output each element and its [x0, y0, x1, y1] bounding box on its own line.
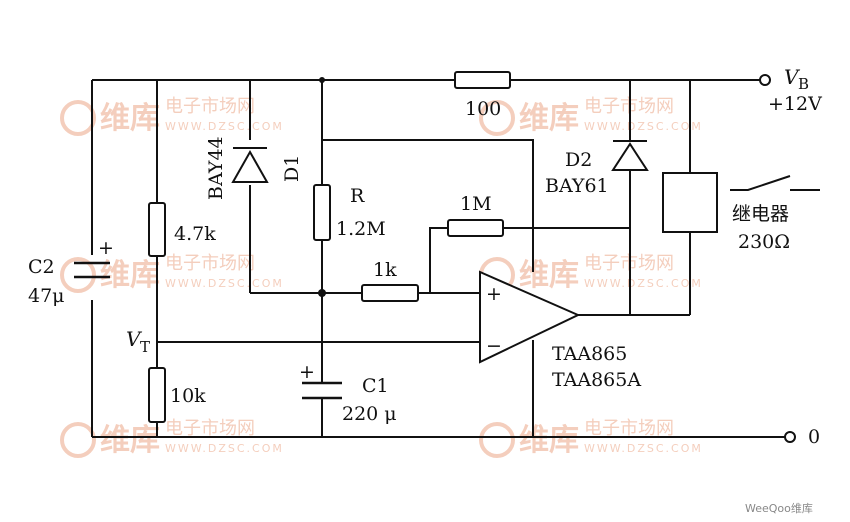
label-vt-sub: T — [140, 338, 150, 356]
resistor-r — [313, 184, 331, 241]
watermark-market: 电子市场网 — [165, 418, 255, 439]
opamp: + − — [479, 270, 581, 364]
label-ground: 0 — [808, 426, 820, 448]
watermark-url: WWW.DZSC.COM — [584, 442, 703, 455]
resistor-1m — [447, 219, 504, 237]
opamp-plus-label: + — [486, 283, 502, 305]
label-c2-value: 47μ — [28, 285, 65, 307]
watermark-6: 维库 电子市场网 WWW.DZSC.COM — [479, 418, 703, 458]
watermark-url: WWW.DZSC.COM — [165, 442, 284, 455]
label-relay-name: 继电器 — [732, 203, 789, 225]
watermark-url: WWW.DZSC.COM — [584, 277, 703, 290]
label-d2-name: D2 — [565, 149, 592, 171]
diode-d2 — [611, 140, 649, 171]
junctions — [318, 77, 326, 297]
wire-1m — [429, 227, 630, 293]
label-relay-value: 230Ω — [738, 231, 790, 253]
watermark-logo-icon — [479, 422, 515, 458]
opamp-triangle — [479, 270, 581, 364]
label-d1-type: BAY44 — [205, 136, 227, 200]
watermark-brand: 维库 — [519, 258, 579, 293]
junction-node — [318, 289, 326, 297]
watermark-2: 维库 电子市场网 WWW.DZSC.COM — [479, 96, 703, 136]
diode-d1-triangle — [231, 149, 269, 183]
label-d1-name: D1 — [281, 155, 303, 182]
watermark-url: WWW.DZSC.COM — [165, 120, 284, 133]
opamp-minus-label: − — [486, 335, 502, 357]
watermark-3: 维库 电子市场网 WWW.DZSC.COM — [60, 253, 284, 293]
label-vt-letter: V — [126, 327, 143, 351]
label-r100: 100 — [465, 98, 501, 120]
watermark-logo-icon — [479, 100, 515, 136]
label-c1-value: 220 μ — [342, 403, 397, 425]
watermark-brand: 维库 — [100, 101, 160, 136]
label-vb-letter: V — [784, 65, 801, 89]
label-vb-sub: B — [798, 75, 809, 93]
relay — [662, 172, 820, 233]
watermark-market: 电子市场网 — [165, 253, 255, 274]
terminal-vb — [759, 74, 771, 86]
resistor-100 — [454, 71, 511, 89]
label-r-value: 1.2M — [336, 218, 386, 240]
resistor-10k — [148, 367, 166, 423]
watermark-brand: 维库 — [519, 423, 579, 458]
wires — [91, 79, 785, 438]
label-c2-plus: + — [98, 237, 114, 259]
terminal-ground — [784, 431, 796, 443]
label-c1-plus: + — [299, 361, 315, 383]
resistors — [148, 71, 511, 423]
label-ic2: TAA865A — [552, 369, 641, 391]
junction-top — [319, 77, 325, 83]
label-ic1: TAA865 — [552, 343, 627, 365]
label-r-10k: 10k — [170, 385, 206, 407]
capacitor-c1 — [302, 381, 342, 400]
relay-switch-contact — [730, 175, 820, 191]
diode-d1 — [231, 147, 269, 183]
watermark-logo-icon — [60, 257, 96, 293]
resistor-47k — [148, 202, 166, 257]
watermark-5: 维库 电子市场网 WWW.DZSC.COM — [60, 418, 284, 458]
watermark-logo-icon — [60, 422, 96, 458]
label-d2-type: BAY61 — [545, 175, 609, 197]
watermark-url: WWW.DZSC.COM — [584, 120, 703, 133]
watermark-brand: 维库 — [519, 101, 579, 136]
label-c1-name: C1 — [362, 375, 389, 397]
label-r-1m: 1M — [460, 193, 492, 215]
watermark-logo-icon — [60, 100, 96, 136]
credit-text: WeeQoo维库 — [745, 502, 813, 515]
relay-coil — [662, 172, 718, 233]
resistor-1k — [361, 284, 419, 302]
watermark-url: WWW.DZSC.COM — [165, 277, 284, 290]
label-r-1k: 1k — [373, 259, 397, 281]
labels: 100 V B +12V BAY44 D1 D2 BAY61 R 1.2M 1M… — [28, 65, 822, 448]
terminals — [759, 74, 796, 443]
label-r-name: R — [350, 185, 365, 207]
watermark-market: 电子市场网 — [165, 96, 255, 117]
capacitor-c2 — [74, 261, 110, 279]
label-vb-value: +12V — [768, 93, 822, 115]
watermark-brand: 维库 — [100, 423, 160, 458]
watermark-1: 维库 电子市场网 WWW.DZSC.COM — [60, 96, 284, 136]
watermark-market: 电子市场网 — [584, 418, 674, 439]
diode-d2-triangle — [611, 142, 649, 171]
watermark-4: 维库 电子市场网 WWW.DZSC.COM — [479, 253, 703, 293]
watermark-layer: 维库 电子市场网 WWW.DZSC.COM 维库 电子市场网 WWW.DZSC.… — [60, 96, 703, 458]
label-r-47k: 4.7k — [174, 223, 216, 245]
label-c2-name: C2 — [28, 256, 55, 278]
